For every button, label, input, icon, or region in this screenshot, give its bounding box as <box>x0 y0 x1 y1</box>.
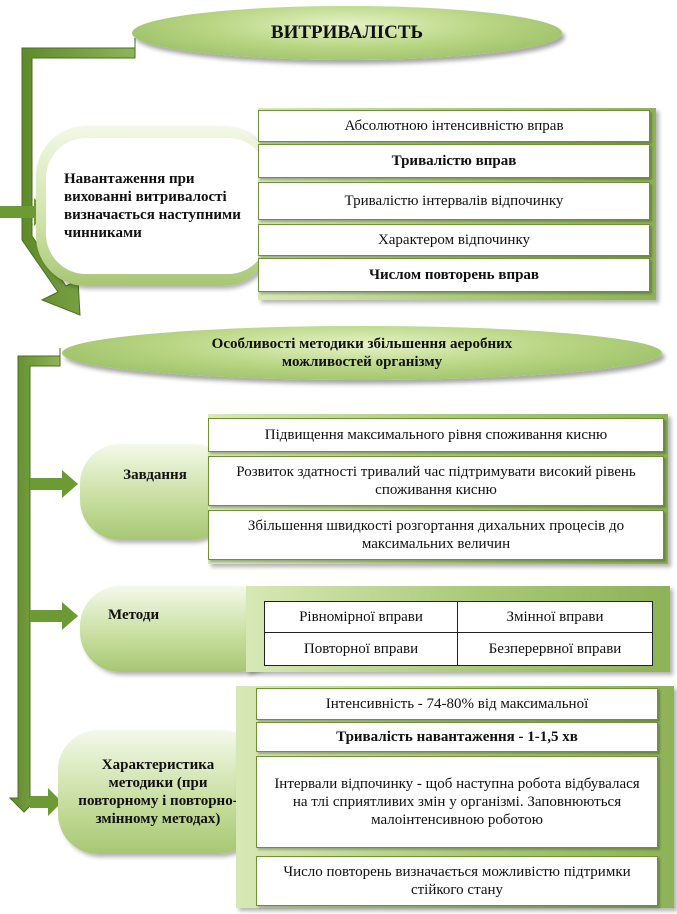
load-label: Навантаження при вихованні витривалості … <box>64 171 241 241</box>
characteristic-item-text: Число повторень визначається можливістю … <box>283 864 631 898</box>
task-item-text: Розвиток здатності тривалий час підтриму… <box>236 464 636 498</box>
characteristics-arrow <box>30 788 62 816</box>
tasks-label: Завдання <box>123 467 187 483</box>
method-cell-text: Безперервної вправи <box>488 640 622 657</box>
page-title: ВИТРИВАЛІСТЬ <box>270 22 424 43</box>
characteristics-label-box: Характеристика методики (при повторному … <box>58 730 258 854</box>
characteristic-item-text: Інтервали відпочинку - щоб наступна робо… <box>274 776 640 828</box>
load-item-text: Абсолютною інтенсивністю вправ <box>344 118 564 134</box>
characteristic-item: Інтервали відпочинку - щоб наступна робо… <box>256 756 658 848</box>
characteristics-label: Характеристика методики (при повторному … <box>78 757 238 827</box>
load-item: Тривалістю інтервалів відпочинку <box>258 182 650 220</box>
load-item: Характером відпочинку <box>258 224 650 256</box>
task-item-text: Підвищення максимального рівня споживанн… <box>264 427 608 443</box>
characteristic-item: Інтенсивність - 74-80% від максимальної <box>256 688 658 720</box>
method-cell: Безперервної вправи <box>457 632 653 666</box>
characteristic-item-text: Тривалість навантаження - 1-1,5 хв <box>336 729 578 745</box>
methods-label: Методи <box>108 607 160 623</box>
characteristic-item: Тривалість навантаження - 1-1,5 хв <box>256 722 658 752</box>
method-title: Особливості методики збільшення аеробних… <box>211 336 513 370</box>
load-item: Абсолютною інтенсивністю вправ <box>258 110 650 142</box>
method-cell-text: Змінної вправи <box>506 608 604 625</box>
tasks-arrow <box>30 470 78 498</box>
task-item: Збільшення швидкості розгортання дихальн… <box>208 510 664 560</box>
method-cell-text: Повторної вправи <box>303 640 419 657</box>
top-connector-arrow <box>21 38 136 316</box>
characteristic-item-text: Інтенсивність - 74-80% від максимальної <box>325 696 589 712</box>
characteristic-item: Число повторень визначається можливістю … <box>256 856 658 906</box>
load-item-text: Характером відпочинку <box>377 232 531 248</box>
load-item-text: Тривалістю вправ <box>391 153 517 169</box>
tasks-label-box: Завдання <box>80 444 230 540</box>
load-item-text: Числом повторень вправ <box>368 267 540 283</box>
method-vertical-connector <box>8 348 61 813</box>
method-cell: Рівномірної вправи <box>264 601 458 633</box>
load-item: Тривалістю вправ <box>258 144 650 178</box>
method-cell: Повторної вправи <box>264 632 458 666</box>
method-title-oval: Особливості методики збільшення аеробних… <box>62 326 662 380</box>
task-item-text: Збільшення швидкості розгортання дихальн… <box>247 518 625 552</box>
method-cell-text: Рівномірної вправи <box>299 608 423 625</box>
task-item: Підвищення максимального рівня споживанн… <box>208 418 664 452</box>
load-label-inner: Навантаження при вихованні витривалості … <box>46 138 268 274</box>
methods-arrow <box>30 602 78 630</box>
load-item: Числом повторень вправ <box>258 258 650 292</box>
method-cell: Змінної вправи <box>457 601 653 633</box>
task-item: Розвиток здатності тривалий час підтриму… <box>208 456 664 506</box>
load-item-text: Тривалістю інтервалів відпочинку <box>344 193 564 209</box>
title-oval: ВИТРИВАЛІСТЬ <box>132 6 562 60</box>
